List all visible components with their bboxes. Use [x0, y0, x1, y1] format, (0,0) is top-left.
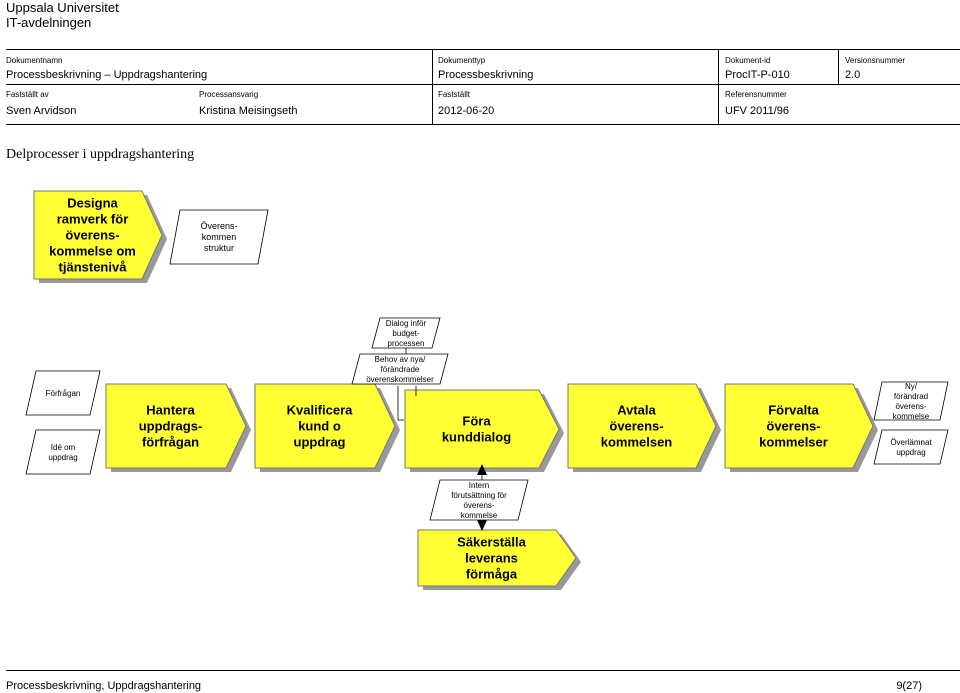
metadata-column-divider — [718, 50, 719, 124]
process-shape — [105, 383, 247, 469]
document-shape — [25, 429, 101, 475]
value-faststallt: 2012-06-20 — [438, 105, 495, 117]
value-dokumenttyp: Processbeskrivning — [438, 69, 534, 81]
document-shape — [371, 317, 441, 349]
metadata-row-divider — [6, 84, 960, 85]
document-shape — [25, 370, 101, 416]
document-shape — [429, 479, 529, 521]
process-shape — [724, 383, 874, 469]
organization-header: Uppsala Universitet IT-avdelningen — [6, 0, 119, 30]
document-shape — [351, 353, 449, 385]
label-faststallt: Fastställt — [438, 90, 471, 99]
page-footer: Processbeskrivning, Uppdragshantering 9(… — [6, 670, 960, 692]
value-dokumentnamn: Processbeskrivning – Uppdragshantering — [6, 69, 208, 81]
label-versionsnummer: Versionsnummer — [845, 56, 906, 65]
label-processansvarig: Processansvarig — [199, 90, 259, 99]
label-dokument-id: Dokument-id — [725, 56, 771, 65]
connector-lines — [397, 348, 487, 531]
process-shape — [33, 190, 163, 280]
page-title: Delprocesser i uppdragshantering — [6, 147, 195, 162]
document-shape — [873, 381, 949, 421]
value-versionsnummer: 2.0 — [845, 69, 861, 81]
label-dokumenttyp: Dokumenttyp — [438, 56, 486, 65]
doc-forfragan: Förfrågan — [25, 370, 101, 416]
arrowhead-down-icon — [477, 520, 487, 531]
org-name: Uppsala Universitet — [6, 0, 119, 15]
process-shape — [567, 383, 717, 469]
footer-document-name: Processbeskrivning, Uppdragshantering — [6, 680, 202, 692]
document-shape — [169, 209, 269, 265]
connector-line — [397, 386, 404, 421]
document-shape — [873, 429, 949, 465]
metadata-column-divider — [432, 50, 433, 124]
arrowhead-up-icon — [477, 464, 487, 475]
org-department: IT-avdelningen — [6, 15, 92, 30]
process-shape — [417, 529, 577, 587]
metadata-column-divider — [838, 50, 839, 84]
footer-page-number: 9(27) — [896, 680, 922, 692]
value-faststallt-av: Sven Arvidson — [6, 105, 77, 117]
label-faststallt-av: Fastställt av — [6, 90, 49, 99]
value-dokument-id: ProcIT-P-010 — [725, 69, 790, 81]
label-referensnummer: Referensnummer — [725, 90, 787, 99]
label-dokumentnamn: Dokumentnamn — [6, 56, 63, 65]
document-label: Förfrågan — [46, 389, 81, 398]
process-shape — [404, 389, 560, 469]
value-processansvarig: Kristina Meisingseth — [199, 105, 298, 117]
value-referensnummer: UFV 2011/96 — [725, 105, 790, 117]
document-metadata-table: Dokumentnamn Processbeskrivning – Uppdra… — [6, 49, 960, 125]
